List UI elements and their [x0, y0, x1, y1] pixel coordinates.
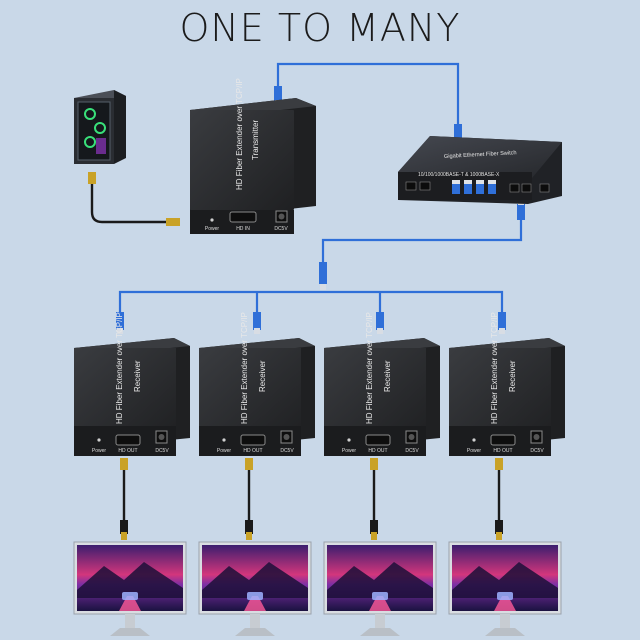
receiver-name-line1: HD Fiber Extender over TCP/IP: [115, 312, 124, 424]
hdmi-plug: [495, 520, 503, 534]
receiver-device: HD Fiber Extender over TCP/IP ReceiverPow…: [74, 312, 190, 456]
fiber-distribution-bus: [118, 290, 504, 320]
fiber-link-switch-hub: [321, 200, 523, 290]
receiver-dc-label: DC5V: [405, 448, 419, 454]
receiver-name-line2: Receiver: [258, 360, 267, 392]
receiver-power-label: Power: [92, 448, 107, 454]
fiber-switch-device: Gigabit Ethernet Fiber Switch 10/100/100…: [398, 136, 562, 204]
hdmi-plug-pc: [88, 172, 96, 184]
receiver-device: HD Fiber Extender over TCP/IP ReceiverPow…: [449, 312, 565, 456]
receiver-hdmi-label: HD OUT: [118, 448, 137, 454]
receiver-name-line2: Receiver: [133, 360, 142, 392]
receiver-power-label: Power: [217, 448, 232, 454]
transmitter-name-line2: Transmitter: [251, 120, 260, 160]
receiver-name-line1: HD Fiber Extender over TCP/IP: [240, 312, 249, 424]
receiver-name-line1: HD Fiber Extender over TCP/IP: [490, 312, 499, 424]
receiver-power-label: Power: [342, 448, 357, 454]
monitor-icon: [73, 541, 187, 636]
receiver-dc-label: DC5V: [280, 448, 294, 454]
transmitter-dc-label: DC5V: [274, 226, 288, 232]
receiver-device: HD Fiber Extender over TCP/IP ReceiverPow…: [324, 312, 440, 456]
hdmi-plug: [245, 520, 253, 534]
hdmi-plug: [370, 458, 378, 470]
receiver-dc-label: DC5V: [155, 448, 169, 454]
receiver-power-label: Power: [467, 448, 482, 454]
switch-label: Gigabit Ethernet Fiber Switch: [444, 150, 517, 160]
hdmi-cable-pc-transmitter: [90, 180, 178, 224]
receiver-hdmi-label: HD OUT: [493, 448, 512, 454]
hdmi-plug: [370, 520, 378, 534]
receiver-dc-label: DC5V: [530, 448, 544, 454]
transmitter-device: Power HD IN DC5V HD Fiber Extender over …: [190, 78, 316, 234]
receiver-name-line1: HD Fiber Extender over TCP/IP: [365, 312, 374, 424]
receiver-hdmi-label: HD OUT: [243, 448, 262, 454]
monitor-icon: [448, 541, 562, 636]
switch-spec: 10/100/1000BASE-T & 1000BASE-X: [418, 172, 500, 178]
receiver-name-line2: Receiver: [383, 360, 392, 392]
fiber-connector-icon: [116, 86, 525, 334]
transmitter-hdmi-label: HD IN: [236, 226, 250, 232]
receiver-device: HD Fiber Extender over TCP/IP ReceiverPow…: [199, 312, 315, 456]
fiber-link-transmitter-switch: [276, 62, 460, 140]
receivers-group: HD Fiber Extender over TCP/IP ReceiverPow…: [74, 312, 565, 456]
hdmi-plug: [245, 458, 253, 470]
hdmi-plug: [120, 520, 128, 534]
transmitter-power-label: Power: [205, 226, 220, 232]
monitors-group: [73, 458, 562, 636]
hdmi-plug: [120, 458, 128, 470]
diagram-title: ONE TO MANY: [179, 6, 461, 50]
receiver-hdmi-label: HD OUT: [368, 448, 387, 454]
monitor-icon: [198, 541, 312, 636]
monitor-icon: [323, 541, 437, 636]
hdmi-plug: [495, 458, 503, 470]
transmitter-name-line1: HD Fiber Extender over TCP/IP: [235, 78, 244, 190]
hdmi-plug-transmitter: [166, 218, 180, 226]
desktop-tower-icon: [74, 90, 126, 164]
receiver-name-line2: Receiver: [508, 360, 517, 392]
